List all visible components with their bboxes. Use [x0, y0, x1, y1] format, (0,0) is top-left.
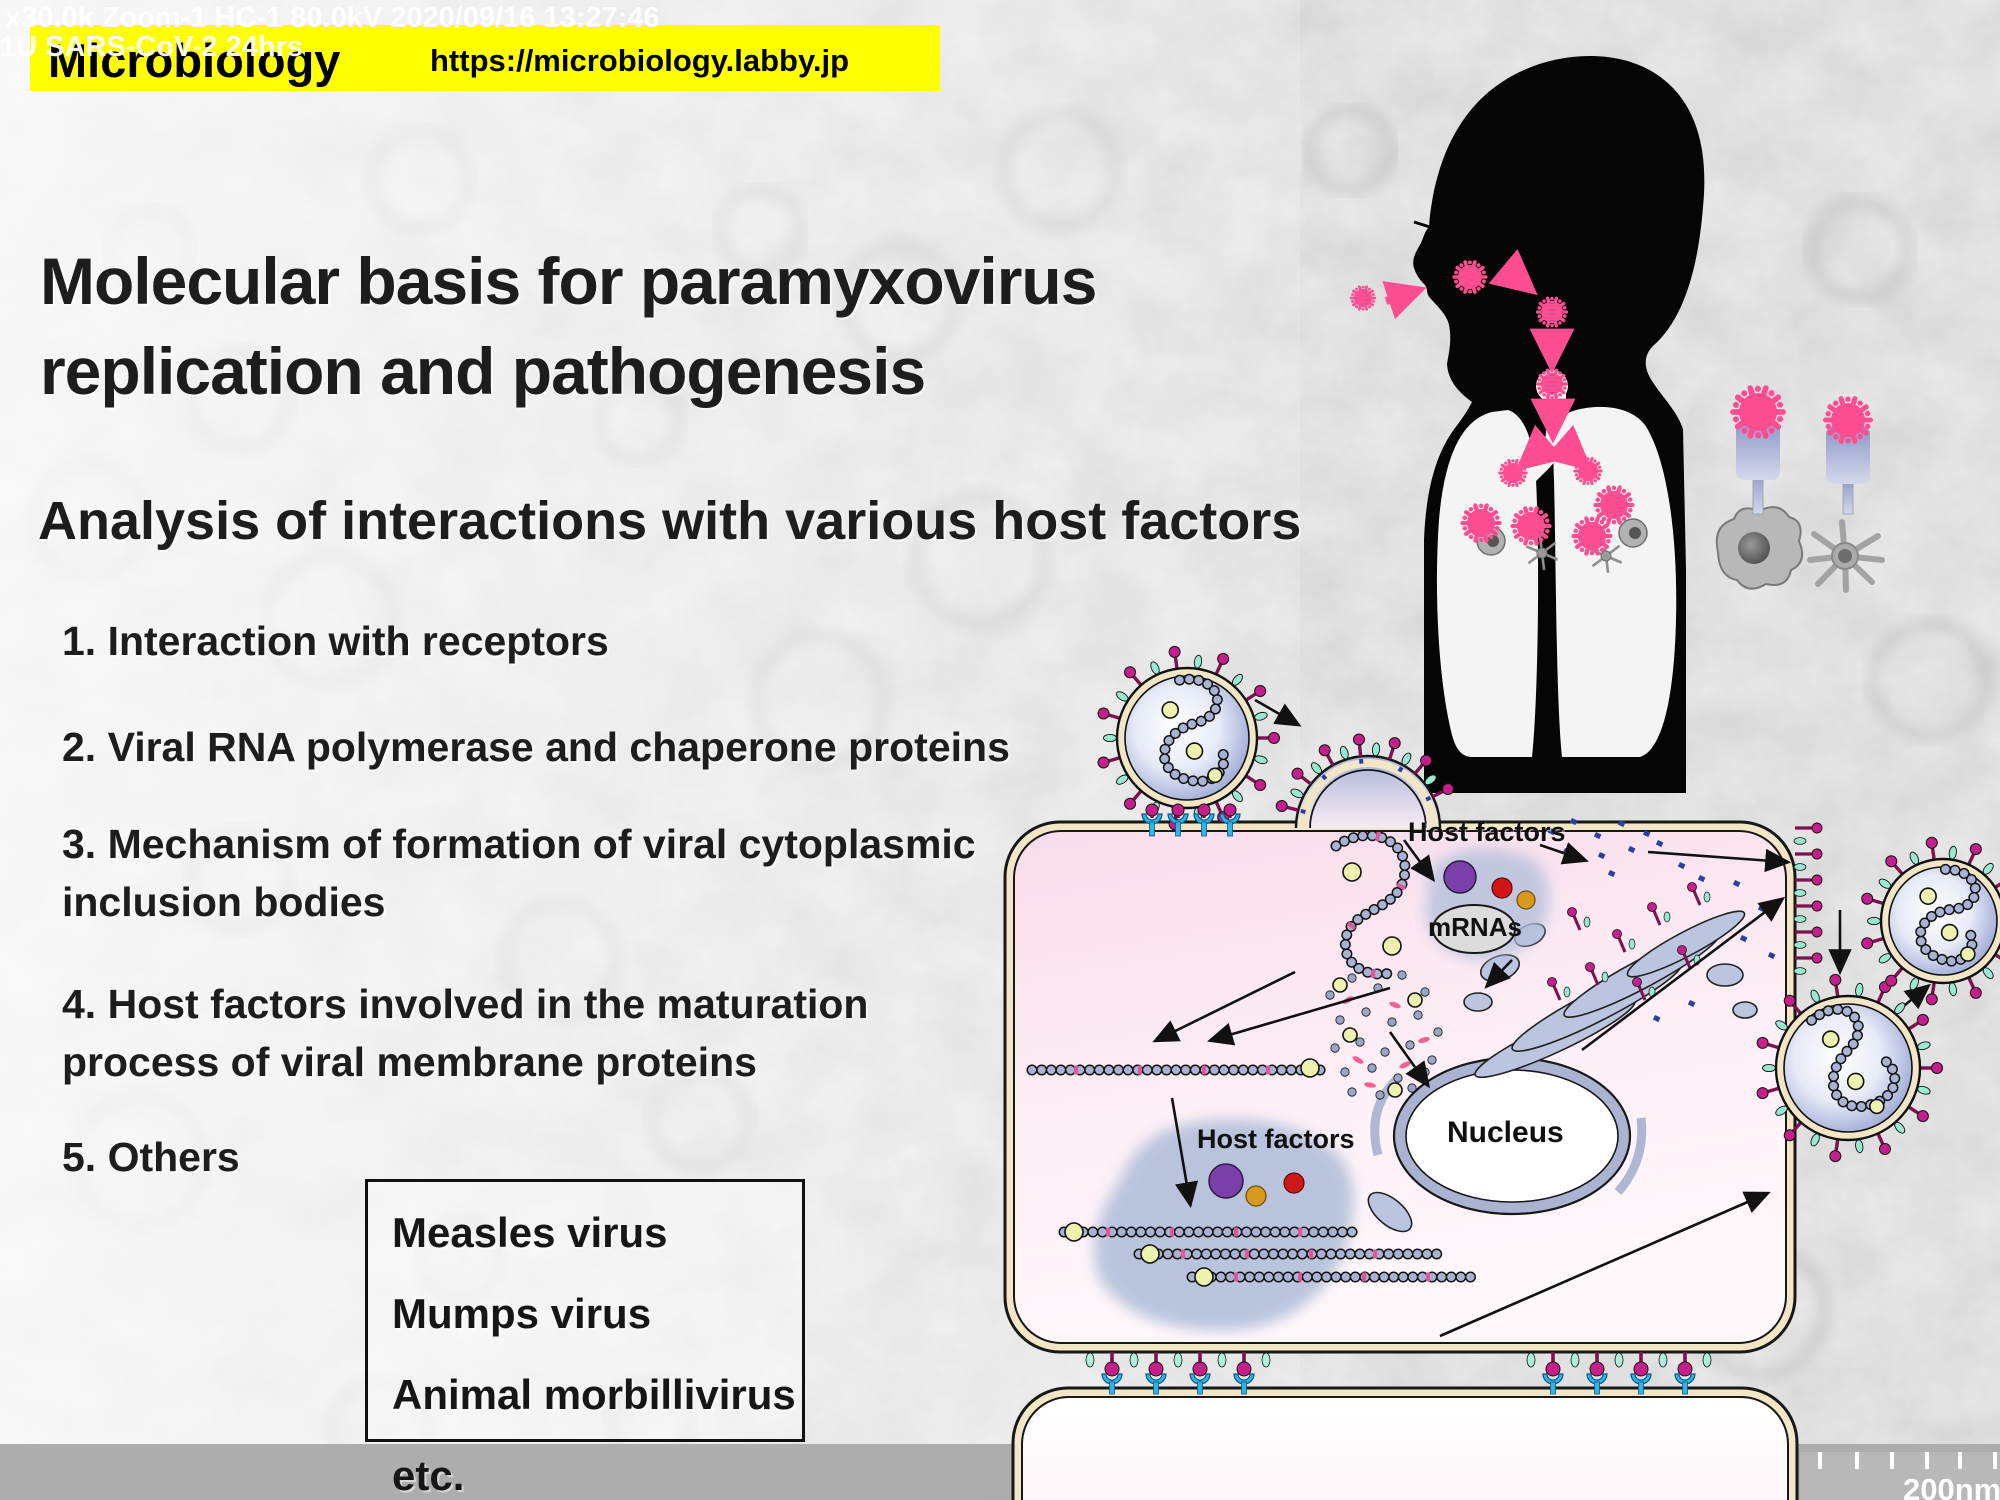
inhaled-virus-particles: [1349, 260, 1635, 556]
infection-route-arrows: [1382, 248, 1593, 472]
human-silhouette: [1349, 56, 1705, 793]
host-factor-red: [1491, 877, 1513, 899]
virus-example: Animal morbillivirus: [392, 1371, 796, 1418]
host-factor-red: [1283, 1172, 1305, 1194]
label-nucleus: Nucleus: [1447, 1116, 1564, 1149]
host-cell-2: [1011, 1386, 1799, 1500]
host-factor-amber: [1245, 1185, 1267, 1207]
left-lung: [1436, 410, 1539, 757]
topic-5: 5. Others: [62, 1128, 240, 1186]
topic-4-text-2: process of viral membrane proteins: [62, 1039, 757, 1085]
dendritic-cell: [1807, 519, 1885, 593]
receptor-virus-icons: [1715, 385, 1885, 593]
title-line-2: replication and pathogenesis: [40, 334, 926, 408]
topic-1-text: 1. Interaction with receptors: [62, 618, 609, 664]
virus-example: Measles virus: [392, 1209, 668, 1256]
right-lung: [1553, 406, 1677, 757]
topic-4-text: 4. Host factors involved in the maturati…: [62, 981, 869, 1027]
site-header: Microbiology https://microbiology.labby.…: [30, 25, 940, 91]
site-url: https://microbiology.labby.jp: [430, 43, 850, 78]
dendritic-nucleus: [1838, 549, 1852, 563]
receptor-bar-2: [1826, 426, 1870, 515]
glycoproteins-at-membrane: [1793, 822, 1823, 975]
viral-nucleocapsid-strands: [1026, 830, 1485, 1287]
label-mrnas: mRNAs: [1428, 912, 1522, 942]
virus-example: Mumps virus: [392, 1290, 652, 1337]
virus-examples-box: Measles virus Mumps virus Animal morbill…: [365, 1179, 805, 1499]
scale-ticks: [1818, 1452, 1997, 1469]
virus-on-receptor: [1730, 385, 1873, 444]
topic-3-text-2: inclusion bodies: [62, 879, 386, 925]
page-subtitle: Analysis of interactions with various ho…: [38, 491, 1302, 551]
macrophage-cell: [1715, 506, 1804, 590]
host-factor-purple: [1443, 860, 1477, 894]
mrna-pool: [1432, 904, 1516, 954]
page-title: Molecular basis for paramyxovirus replic…: [40, 236, 1097, 416]
host-factor-purple: [1208, 1163, 1244, 1199]
label-host-factors-inclusion: Host factors: [1197, 1124, 1355, 1154]
macrophage-nucleus: [1738, 532, 1770, 564]
topic-4: 4. Host factors involved in the maturati…: [62, 975, 868, 1091]
attached-virion: [1097, 645, 1280, 831]
cell-surface-receptors: [1141, 803, 1241, 837]
cell-to-cell-receptor-pairs: [1085, 1352, 1712, 1395]
topic-5-text: 5. Others: [62, 1134, 240, 1180]
label-host-factors-entry: Host factors: [1408, 817, 1566, 847]
budding-virion: [1756, 973, 1943, 1163]
process-arrows: [1152, 698, 1932, 1338]
virus-example: etc.: [392, 1452, 465, 1499]
topic-1: 1. Interaction with receptors: [62, 612, 609, 670]
topic-3-text: 3. Mechanism of formation of viral cytop…: [62, 821, 976, 867]
host-factor-amber: [1516, 890, 1536, 910]
topic-3: 3. Mechanism of formation of viral cytop…: [62, 815, 976, 931]
virus-fusion-site: [1275, 733, 1455, 829]
site-logo-text: Microbiology: [48, 34, 341, 87]
scale-bar: [1800, 1452, 2000, 1500]
micrograph-metadata: x30.0k Zoom-1 HC-1 80.0kV 2020/09/16 13:…: [5, 2, 660, 34]
topic-2: 2. Viral RNA polymerase and chaperone pr…: [62, 718, 1010, 776]
micrograph-sample-label: 1U SARS-CoV-2 24hrs: [0, 31, 303, 63]
scale-value: 200nm: [1903, 1472, 2000, 1500]
title-line-1: Molecular basis for paramyxovirus: [40, 244, 1097, 318]
host-factors-entry-complex: [1426, 848, 1549, 960]
released-virion: [1861, 836, 2000, 1006]
receptor-bar-1: [1736, 420, 1780, 515]
eyelash: [1413, 220, 1431, 229]
glycoproteins-on-golgi: [1547, 882, 1711, 1001]
topic-2-text: 2. Viral RNA polymerase and chaperone pr…: [62, 724, 1010, 770]
